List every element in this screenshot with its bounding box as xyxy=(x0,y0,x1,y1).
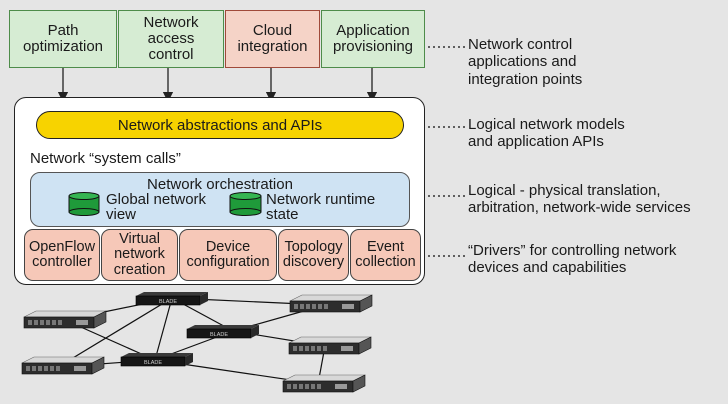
network-switch: BLADE xyxy=(186,325,259,339)
leader-lines xyxy=(428,46,466,257)
app-path-optimization: Path optimization xyxy=(9,10,117,68)
server-rack xyxy=(289,294,373,313)
driver-topology-discovery: Topology discovery xyxy=(278,229,349,281)
global-network-view-label: Global network view xyxy=(106,191,207,223)
switch-brand-label: BLADE xyxy=(144,360,162,366)
driver-openflow-controller: OpenFlow controller xyxy=(24,229,100,281)
server-rack xyxy=(21,356,105,375)
switch-brand-label: BLADE xyxy=(159,299,177,305)
switches: BLADE BLADE BLADE xyxy=(120,292,259,367)
driver-event-collection: Event collection xyxy=(350,229,421,281)
note-network-models: Logical network models and application A… xyxy=(468,116,625,151)
note-control-applications: Network control applications and integra… xyxy=(468,36,583,88)
server-rack xyxy=(23,310,107,329)
app-application-provisioning: Application provisioning xyxy=(321,10,425,68)
server-racks xyxy=(21,294,373,393)
driver-virtual-network-creation: Virtual network creation xyxy=(101,229,178,281)
server-rack xyxy=(288,336,372,355)
network-switch: BLADE xyxy=(120,353,193,367)
note-drivers: “Drivers” for controlling network device… xyxy=(468,242,677,277)
system-calls-label: Network “system calls” xyxy=(30,150,181,167)
app-cloud-integration: Cloud integration xyxy=(225,10,320,68)
switch-brand-label: BLADE xyxy=(210,332,228,338)
network-runtime-state-label: Network runtime state xyxy=(266,191,376,223)
server-rack xyxy=(282,374,366,393)
app-network-access-control: Network access control xyxy=(118,10,224,68)
network-switch: BLADE xyxy=(135,292,208,306)
network-abstractions-bar: Network abstractions and APIs xyxy=(36,111,404,139)
driver-device-configuration: Device configuration xyxy=(179,229,277,281)
orchestration-title: Network orchestration xyxy=(147,176,293,193)
app-arrows xyxy=(57,68,378,103)
note-translation: Logical - physical translation, arbitrat… xyxy=(468,182,691,217)
